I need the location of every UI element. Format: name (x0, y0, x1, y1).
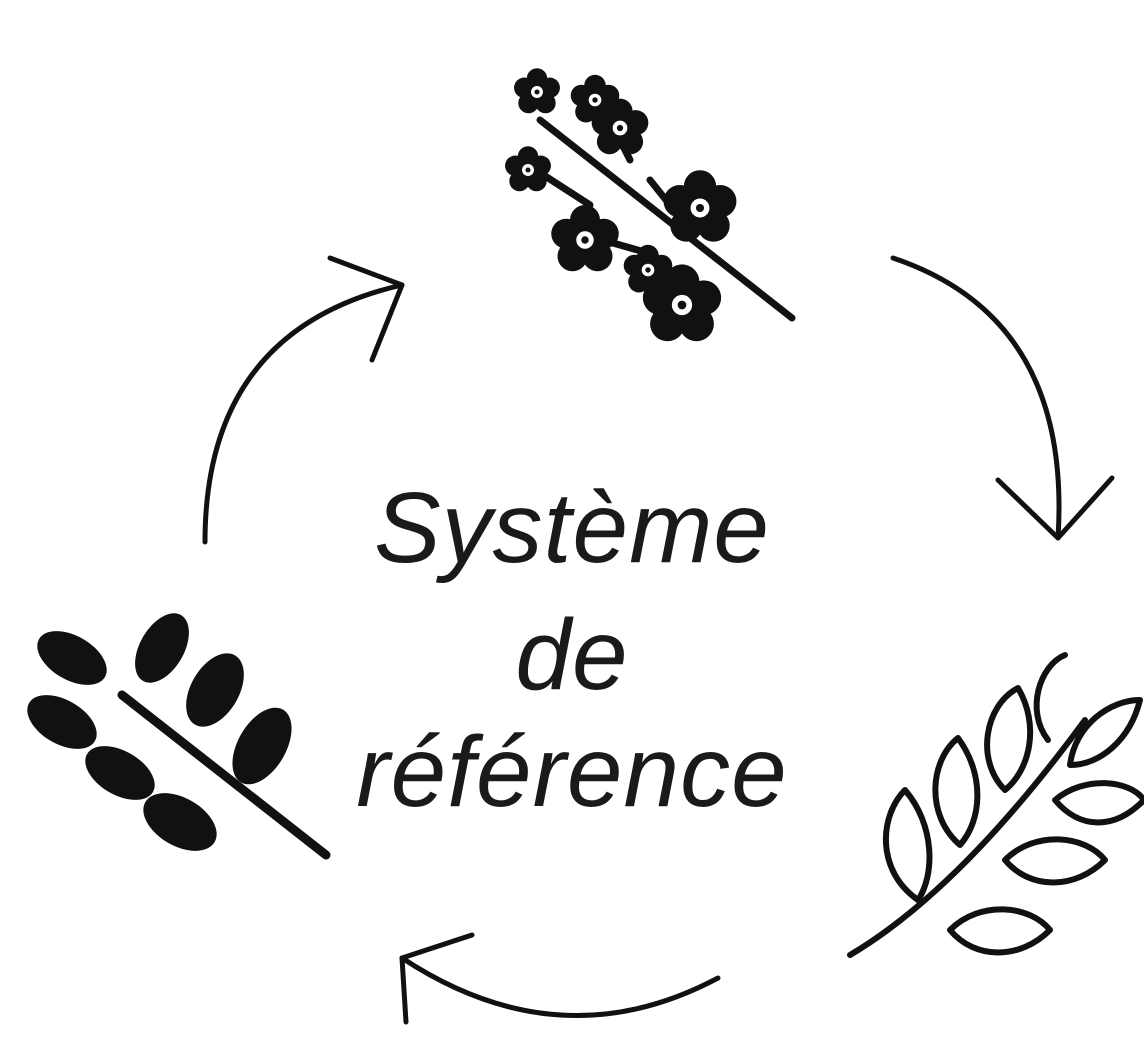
cycle-arrows (202, 255, 1115, 1025)
arrow-to-top-icon (202, 255, 405, 545)
center-label-line3: référence (356, 716, 788, 828)
arrow-to-right-icon (890, 255, 1115, 541)
center-label-line2: de (515, 599, 629, 711)
leafy-branch-icon (27, 613, 331, 860)
arrow-to-bottom-icon (399, 932, 721, 1025)
center-label-line1: Système (373, 472, 770, 584)
flowering-branch-icon (505, 68, 796, 342)
wheat-outline-icon (847, 652, 1144, 958)
